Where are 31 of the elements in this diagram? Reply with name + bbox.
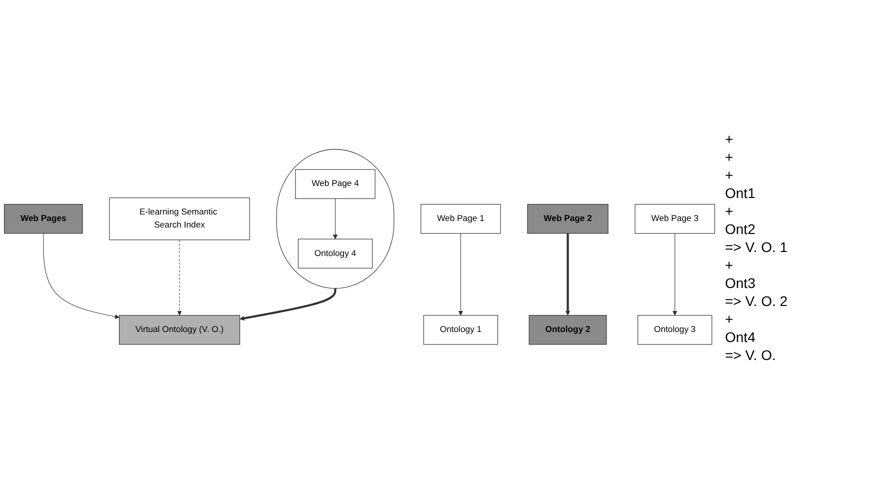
label-text: + xyxy=(725,148,734,164)
label-text: + xyxy=(725,310,734,326)
arrow xyxy=(177,239,182,316)
arrow xyxy=(332,198,338,239)
label-text: Ont3 xyxy=(725,274,756,290)
label-text: Ont1 xyxy=(725,184,756,200)
node-box: E-learning Semantic Search Index xyxy=(109,197,250,240)
node-box: Web Pages xyxy=(4,204,83,234)
node-box: Ontology 3 xyxy=(638,314,712,344)
node-box: Ontology 4 xyxy=(298,238,373,268)
node-box: Virtual Ontology (V. O.) xyxy=(119,314,240,344)
node-box: Web Page 1 xyxy=(420,204,501,234)
label-text: => V. O. xyxy=(725,346,776,362)
label-text: => V. O. 1 xyxy=(725,238,788,254)
node-box: Web Page 4 xyxy=(295,168,376,199)
node-box: Ontology 1 xyxy=(423,314,498,344)
arrow xyxy=(240,288,336,320)
label-text: Ont2 xyxy=(725,220,756,236)
arrow xyxy=(565,233,570,316)
node-box: Ontology 2 xyxy=(528,314,607,344)
label-text: + xyxy=(725,256,734,272)
label-text: + xyxy=(725,166,734,182)
label-text: + xyxy=(725,202,734,218)
label-text: Ont4 xyxy=(725,328,756,344)
label-text: => V. O. 2 xyxy=(725,292,788,308)
arrow xyxy=(672,232,678,316)
node-box: Web Page 2 xyxy=(527,204,608,234)
arrow xyxy=(43,232,120,319)
node-box: Web Page 3 xyxy=(634,204,715,234)
arrow xyxy=(458,232,464,316)
label-text: + xyxy=(725,130,734,146)
